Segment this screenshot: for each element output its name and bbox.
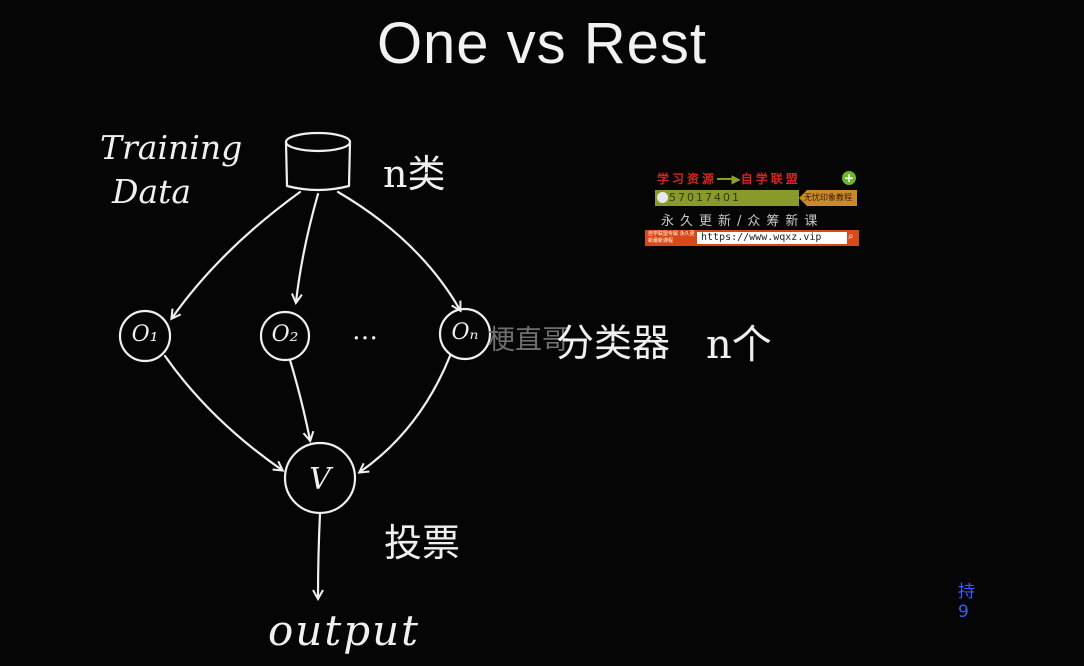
edge-data-to-o2 bbox=[296, 192, 320, 302]
classifier-node-o2 bbox=[259, 310, 311, 362]
output-label: output bbox=[268, 606, 421, 655]
promo-heading-right: 自学联盟 bbox=[740, 172, 801, 186]
edge-o2-to-vote bbox=[288, 358, 310, 440]
vote-label: 投票 bbox=[384, 521, 461, 565]
training-data-label-line1: Training bbox=[100, 128, 243, 167]
diagram-drawing bbox=[118, 131, 492, 666]
watermark-text: 梗直哥 bbox=[488, 325, 569, 356]
promo-url-bar[interactable]: 自学联盟专属 永久更新最新课程 https://www.wqxz.vip ⌕ bbox=[645, 230, 859, 246]
classifier-node-o1 bbox=[118, 309, 172, 363]
classifier-label-o2: O₂ bbox=[271, 322, 299, 347]
promo-url[interactable]: https://www.wqxz.vip bbox=[697, 232, 847, 244]
slide-canvas: One vs Rest bbox=[100, 11, 975, 666]
ellipsis-label: … bbox=[352, 316, 380, 346]
classifier-label-on: Oₙ bbox=[451, 320, 479, 345]
promo-banner[interactable]: 学习资源━━▶自学联盟 + 57017401 无忧印象教程 永久更新/众筹新课 … bbox=[643, 168, 861, 250]
promo-tag: 无忧印象教程 bbox=[799, 190, 857, 206]
slide-title: One vs Rest bbox=[376, 11, 708, 76]
promo-heading: 学习资源━━▶自学联盟 bbox=[657, 170, 801, 187]
search-icon[interactable]: ⌕ bbox=[848, 231, 854, 242]
class-count-label: n类 bbox=[383, 152, 446, 196]
edge-data-to-o1 bbox=[172, 190, 302, 318]
edge-data-to-on bbox=[336, 190, 460, 310]
vote-node-label: V bbox=[309, 462, 331, 497]
promo-arrow-icon: ━━▶ bbox=[717, 172, 741, 186]
promo-slogan: 永久更新/众筹新课 bbox=[661, 214, 824, 229]
plus-icon[interactable]: + bbox=[842, 171, 856, 185]
training-data-label-line2: Data bbox=[112, 172, 192, 211]
chat-icon bbox=[657, 192, 668, 203]
edge-o1-to-vote bbox=[163, 354, 282, 470]
classifier-label-o1: O₁ bbox=[131, 322, 159, 347]
classifier-node-on bbox=[438, 307, 492, 361]
edge-vote-to-output bbox=[318, 512, 320, 598]
n-count-label: n个 bbox=[706, 322, 772, 368]
promo-small-text: 自学联盟专属 永久更新最新课程 bbox=[648, 231, 695, 244]
promo-heading-left: 学习资源 bbox=[657, 172, 718, 186]
database-icon bbox=[284, 131, 352, 192]
edge-on-to-vote bbox=[360, 354, 452, 472]
promo-code: 57017401 bbox=[655, 190, 799, 206]
classifier-count-label: 分类器 bbox=[556, 321, 671, 365]
edge-fragment-text: 持 9 bbox=[958, 582, 975, 622]
